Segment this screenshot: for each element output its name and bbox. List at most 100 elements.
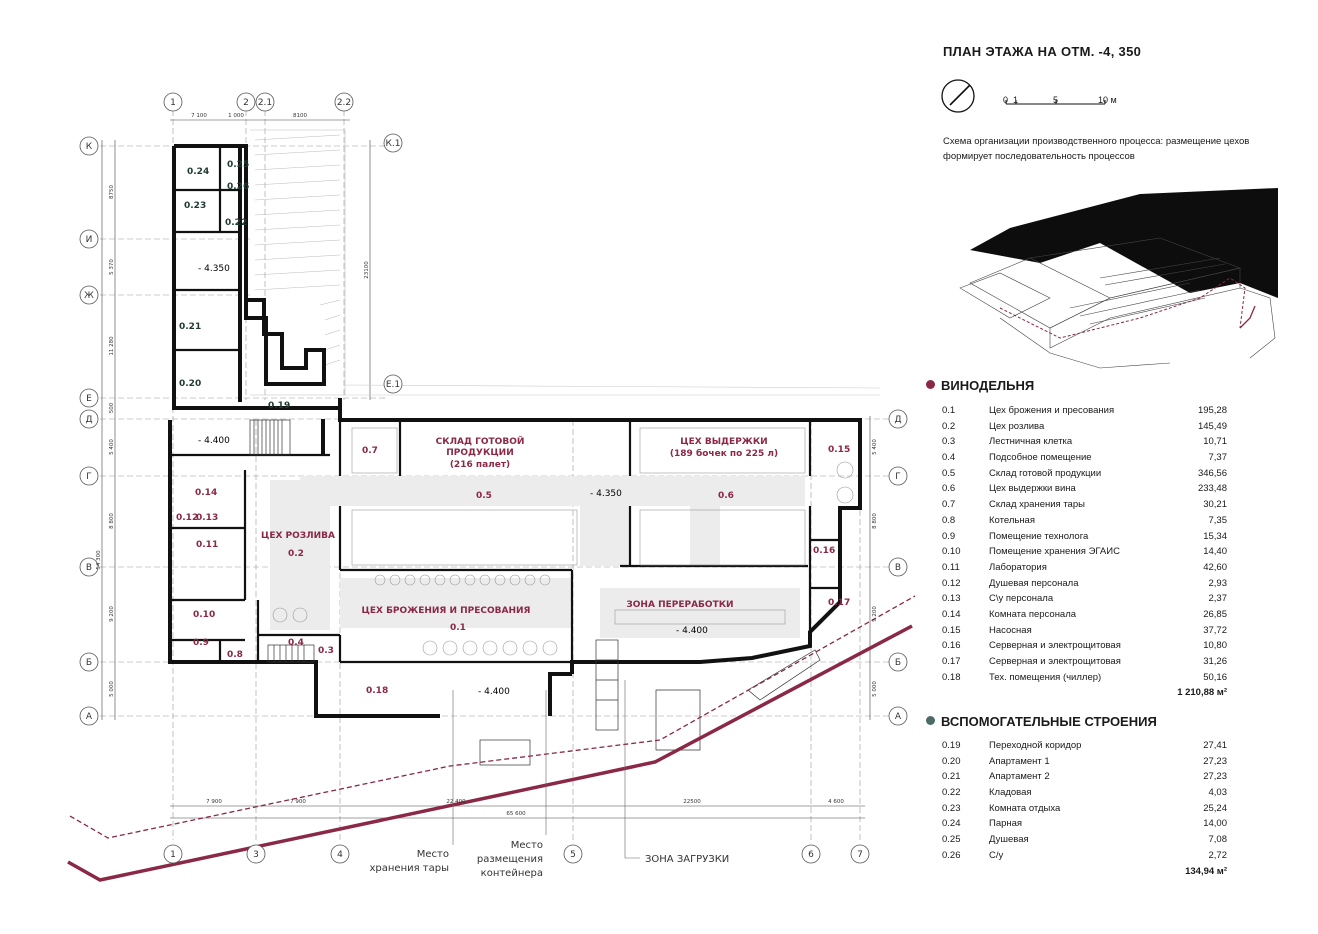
room-name: С\у персонала xyxy=(989,593,1054,605)
scale-tick: 10 м xyxy=(1098,95,1117,105)
room-name: Лаборатория xyxy=(989,561,1047,573)
room-label: ЗОНА ПЕРЕРАБОТКИ xyxy=(626,600,733,610)
room-label: ЦЕХ БРОЖЕНИЯ И ПРЕСОВАНИЯ xyxy=(362,606,531,616)
axis-label: Д xyxy=(894,415,901,425)
axis-bubble xyxy=(850,844,870,864)
equipment xyxy=(272,427,854,656)
room-code: 0.15 xyxy=(942,624,961,636)
axis-label: В xyxy=(86,563,92,573)
room-number: 0.16 xyxy=(813,546,835,556)
section-heading: ВИНОДЕЛЬНЯ xyxy=(941,378,1035,393)
dimension-text: 5 370 xyxy=(109,259,115,275)
room-code: 0.25 xyxy=(942,834,961,846)
axis-bubble xyxy=(334,92,354,112)
axis-label: А xyxy=(86,712,93,722)
dimension-text: 54 300 xyxy=(96,550,102,570)
dimension-text: 9 200 xyxy=(872,606,878,622)
room-area: 7,37 xyxy=(1208,452,1228,464)
room-code: 0.11 xyxy=(942,561,960,573)
bullet-icon xyxy=(926,380,935,389)
room-name: Склад готовой продукции xyxy=(989,467,1102,479)
room-number: 0.22 xyxy=(225,218,247,228)
room-name: Помещение технолога xyxy=(989,530,1089,542)
room-code: 0.17 xyxy=(942,656,961,667)
room-number: 0.19 xyxy=(268,401,290,411)
axis-bubble xyxy=(163,92,183,112)
axis-bubble xyxy=(79,136,99,156)
room-area: 50,16 xyxy=(1203,671,1227,683)
axis-label: К.1 xyxy=(386,139,401,149)
axis-bubble xyxy=(330,844,350,864)
room-area: 2,37 xyxy=(1208,593,1228,605)
room-label: ЦЕХ ВЫДЕРЖКИ xyxy=(680,437,767,447)
room-area: 14,00 xyxy=(1203,818,1227,830)
dimension-text: 500 xyxy=(109,402,115,413)
room-name: Котельная xyxy=(989,514,1035,526)
axis-bubble xyxy=(563,844,583,864)
room-code: 0.7 xyxy=(942,499,956,511)
room-name: Лестничная клетка xyxy=(989,436,1073,448)
scale-tick: 5 xyxy=(1053,95,1059,105)
axis-bubble xyxy=(888,466,908,486)
dimension-text: 1 000 xyxy=(228,113,244,119)
axis-label: 6 xyxy=(808,850,814,860)
level-mark: - 4.350 xyxy=(590,489,622,499)
axis-label: Ж xyxy=(84,291,94,301)
dimension-text: 23100 xyxy=(364,261,370,279)
room-number: 0.3 xyxy=(318,646,334,656)
room-number: 0.17 xyxy=(828,598,850,608)
room-number: 0.9 xyxy=(193,638,209,648)
axis-bubble xyxy=(163,844,183,864)
room-number: 0.18 xyxy=(366,686,388,696)
table-total: 1 210,88 м² xyxy=(1177,687,1227,699)
description: Схема организации производственного проц… xyxy=(943,136,1250,162)
room-label: ЦЕХ РОЗЛИВА xyxy=(261,531,335,541)
dimension-text: 5 000 xyxy=(872,681,878,697)
dimension-text: 8 800 xyxy=(109,513,115,529)
axis-label: 2.1 xyxy=(258,98,272,108)
table-total: 134,94 м² xyxy=(1185,865,1227,877)
room-name: Парная xyxy=(989,818,1023,830)
room-name: Цех брожения и пресования xyxy=(989,405,1115,416)
dimension-text: 8750 xyxy=(109,185,115,199)
room-number: 0.1 xyxy=(450,623,466,633)
axis-bubble xyxy=(79,229,99,249)
ramp-hatch xyxy=(250,129,881,396)
room-code: 0.6 xyxy=(942,483,956,495)
axis-label: Б xyxy=(895,658,901,668)
room-name: Склад хранения тары xyxy=(989,499,1085,511)
site-lines xyxy=(67,595,916,882)
room-area: 145,49 xyxy=(1197,420,1227,432)
dimension-text: 9 200 xyxy=(109,606,115,622)
room-code: 0.8 xyxy=(942,514,956,526)
room-number: 0.24 xyxy=(187,167,209,177)
bullet-icon xyxy=(926,716,935,725)
room-name: Серверная и электрощитовая xyxy=(989,656,1121,667)
room-code: 0.13 xyxy=(942,593,961,605)
dimension-lines xyxy=(101,119,871,819)
room-number: 0.4 xyxy=(288,638,304,648)
dimension-text: 8100 xyxy=(293,113,307,119)
axis-label: 4 xyxy=(337,850,343,860)
room-area: 25,24 xyxy=(1203,802,1227,814)
axis-grid xyxy=(100,110,890,840)
room-name: Переходной коридор xyxy=(989,740,1082,751)
scale-block: 0 1 5 10 м xyxy=(940,76,1140,116)
room-labels: СКЛАД ГОТОВОЙ ПРОДУКЦИИ (216 палет) ЦЕХ … xyxy=(261,435,778,616)
room-number: 0.11 xyxy=(196,540,218,550)
room-number: 0.25 xyxy=(227,160,249,170)
section-winery: ВИНОДЕЛЬНЯ xyxy=(926,378,1034,393)
room-number: 0.21 xyxy=(179,322,201,332)
axis-bubble xyxy=(79,388,99,408)
note-container: размещения xyxy=(477,854,543,865)
room-code: 0.22 xyxy=(942,787,961,799)
